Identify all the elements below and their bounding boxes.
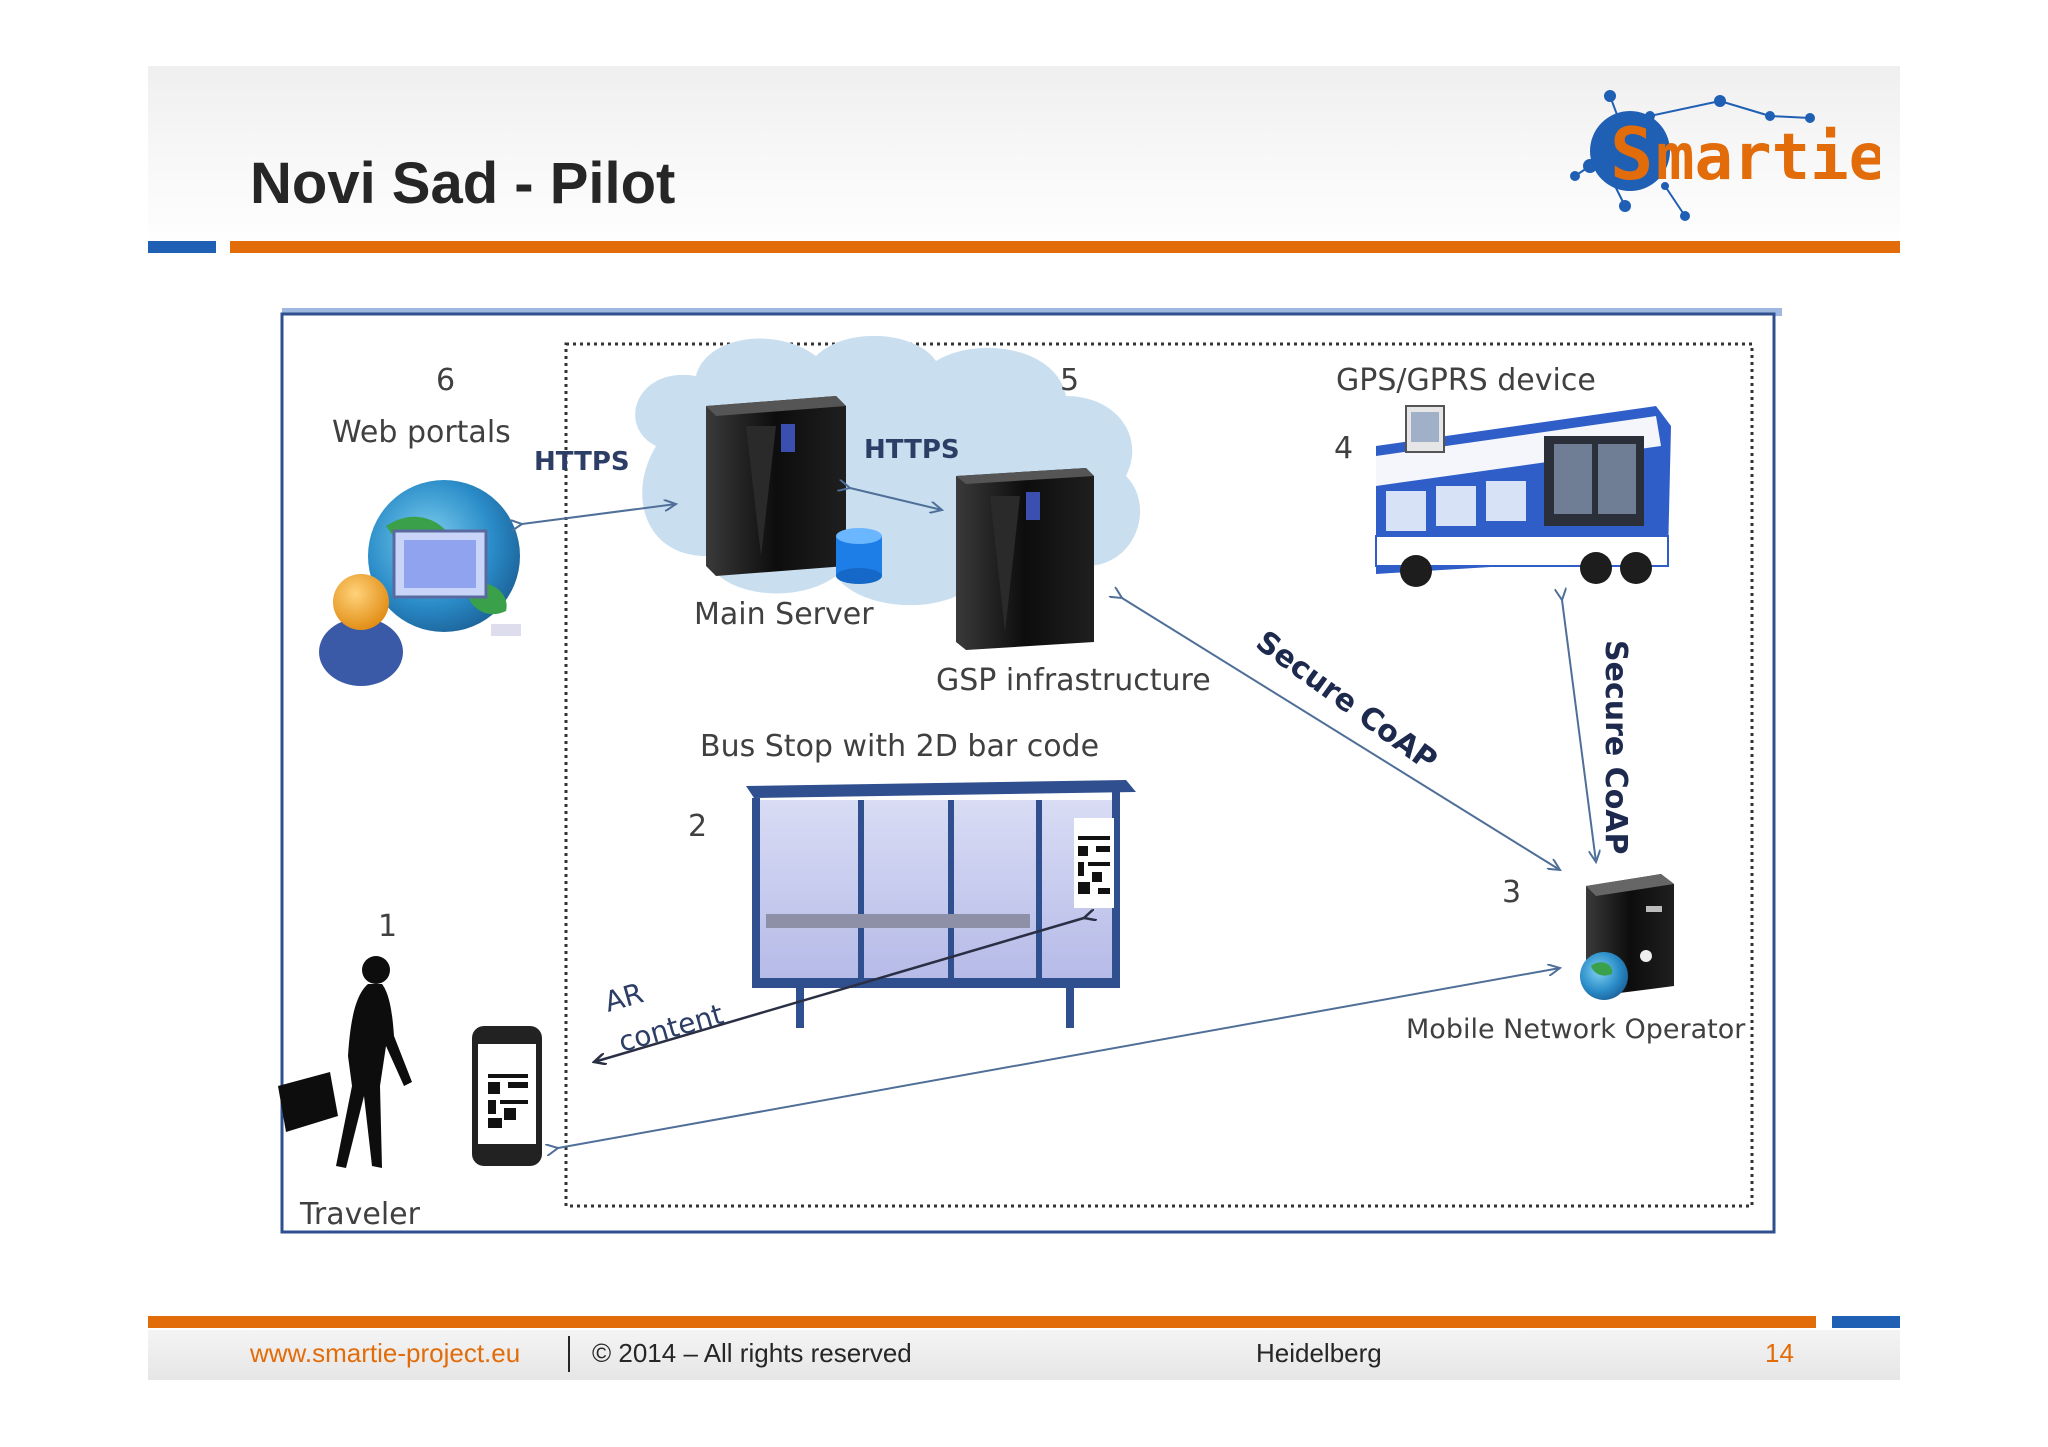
footer-url-link[interactable]: www.smartie-project.eu	[250, 1338, 521, 1368]
footer-location: Heidelberg	[1256, 1338, 1382, 1368]
https-label-portal: HTTPS	[534, 447, 630, 477]
mobile-operator-label: Mobile Network Operator	[1406, 1014, 1746, 1045]
slide-title: Novi Sad - Pilot	[250, 151, 676, 216]
header-bar-orange	[230, 241, 1900, 253]
footer-background	[148, 1330, 1900, 1380]
edge-gsp-operator	[1122, 598, 1560, 870]
bus-stop-qr-code-icon	[1078, 836, 1110, 894]
node-4-number: 4	[1334, 431, 1353, 466]
web-portals-icon	[319, 480, 521, 686]
node-2-number: 2	[688, 809, 707, 844]
node-1-number: 1	[378, 909, 397, 944]
https-label-servers: HTTPS	[864, 435, 960, 465]
edge-mainserver-gsp	[850, 488, 942, 510]
mobile-operator-icon	[1580, 874, 1674, 1000]
main-server-icon	[706, 396, 846, 576]
gsp-server-icon	[956, 468, 1094, 650]
edge-portal-mainserver	[522, 504, 676, 524]
edge-busstop-phone-ar	[594, 918, 1084, 1062]
logo-word: martie	[1656, 121, 1880, 195]
bus-stop-label: Bus Stop with 2D bar code	[700, 729, 1099, 764]
traveler-label: Traveler	[299, 1197, 421, 1232]
main-server-label: Main Server	[694, 597, 874, 632]
logo-letter-s: S	[1610, 112, 1653, 196]
web-portals-label: Web portals	[332, 415, 511, 450]
system-boundary	[564, 342, 1754, 1208]
edge-bus-operator	[1562, 600, 1596, 862]
gps-device-label: GPS/GPRS device	[1336, 363, 1596, 398]
node-6-number: 6	[436, 363, 455, 398]
architecture-diagram: 6 Web portals 5 Main Server GSP infrastr…	[278, 308, 1782, 1234]
node-3-number: 3	[1502, 875, 1521, 910]
footer-separator	[568, 1336, 570, 1372]
smartie-logo: S martie	[1570, 90, 1880, 221]
gsp-infrastructure-label: GSP infrastructure	[936, 663, 1211, 698]
node-5-number: 5	[1060, 363, 1079, 398]
footer-bar-orange	[148, 1316, 1816, 1328]
traveler-icon	[278, 956, 412, 1168]
footer-bar-blue	[1832, 1316, 1900, 1328]
database-icon	[836, 528, 882, 584]
bus-icon	[1375, 405, 1671, 587]
footer-copyright: © 2014 – All rights reserved	[592, 1338, 912, 1368]
secure-coap-vertical-label: Secure CoAP	[1598, 640, 1633, 855]
phone-icon	[472, 1026, 542, 1166]
footer-page-number: 14	[1765, 1338, 1794, 1368]
phone-qr-code-icon	[488, 1074, 528, 1128]
header-bar-blue	[148, 241, 216, 253]
